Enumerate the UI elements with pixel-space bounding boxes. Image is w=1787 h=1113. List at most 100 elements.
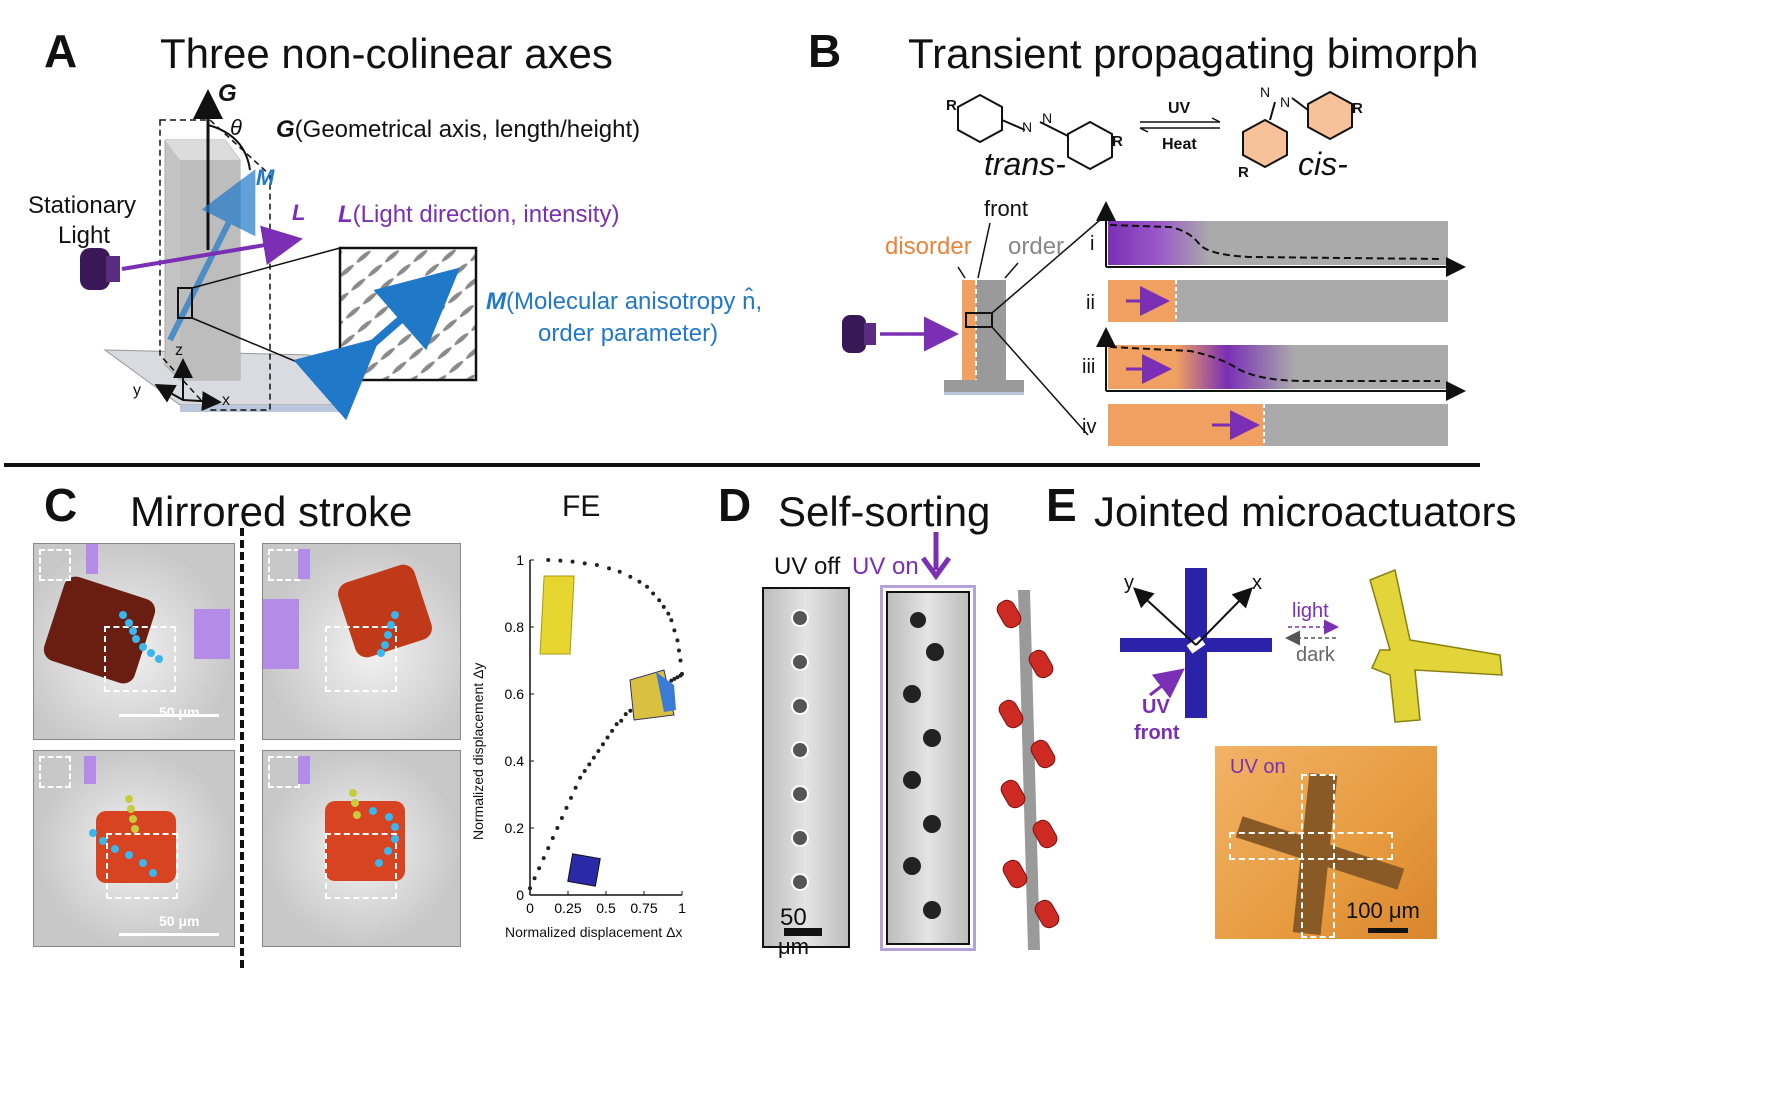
scale-label-top: 50 μm	[159, 704, 200, 720]
data-point	[532, 876, 537, 881]
cis-n1: N	[1260, 84, 1271, 100]
data-point	[573, 785, 578, 790]
fe-inset-bottom	[567, 853, 601, 887]
panel-c-title: Mirrored stroke	[130, 488, 413, 535]
trans-label: trans-	[984, 146, 1066, 182]
data-point	[558, 558, 563, 563]
micrograph-bottom-left: 50 μm	[33, 750, 235, 947]
data-point	[672, 628, 677, 633]
trajectory-overlays	[89, 611, 399, 877]
data-point	[628, 708, 633, 713]
section-divider	[4, 463, 1480, 467]
dark-label: dark	[1296, 644, 1335, 666]
data-point	[669, 678, 674, 683]
panel-c-letter: C	[44, 479, 78, 531]
axis-z-label: z	[175, 342, 183, 359]
data-point	[587, 762, 592, 767]
data-point	[555, 826, 560, 830]
e-axis-x: x	[1252, 572, 1262, 594]
data-point	[569, 795, 574, 800]
data-point	[546, 558, 551, 562]
stationary-light-label-1: Stationary	[28, 192, 137, 219]
disorder-label: disorder	[885, 233, 972, 260]
deformed-cross	[1369, 568, 1503, 723]
disorder-layer	[962, 280, 976, 385]
data-point	[610, 728, 615, 733]
cis-r2: R	[1238, 164, 1249, 181]
l-description: L(Light direction, intensity)	[338, 201, 620, 228]
panel-a-diagram	[80, 89, 478, 421]
data-point	[528, 886, 532, 891]
data-point	[596, 748, 601, 753]
order-label: order	[1008, 233, 1065, 260]
m-description-line2: order parameter)	[538, 320, 719, 347]
y-tick-label: 0.4	[505, 753, 525, 769]
data-point	[675, 638, 680, 643]
trans-r1: R	[946, 97, 957, 114]
trans-n2: N	[1042, 110, 1053, 126]
data-point	[680, 671, 684, 676]
uv-front-label-2: front	[1134, 722, 1180, 744]
front-label: front	[984, 196, 1029, 221]
m-description-line1: M(Molecular anisotropy n̂,	[486, 288, 763, 315]
x-tick-label: 0	[526, 900, 534, 916]
uv-arrow-icon	[920, 532, 952, 580]
panel-a-letter: A	[44, 25, 78, 77]
e-uv-on-label: UV on	[1230, 756, 1286, 778]
data-point	[564, 805, 569, 810]
micrograph-uv-on-frame	[880, 585, 976, 951]
data-point	[546, 846, 551, 851]
panel-b-letter: B	[808, 25, 842, 77]
x-tick-label: 0.25	[554, 900, 581, 916]
x-tick-label: 1	[678, 900, 686, 916]
micrograph-jointed-actuator	[1215, 746, 1437, 939]
data-point	[607, 566, 612, 571]
stationary-light-label-2: Light	[58, 222, 111, 249]
l-axis-arrow	[121, 225, 303, 271]
uv-front-label-1: UV	[1142, 696, 1170, 718]
bar-row-iii	[1108, 345, 1448, 389]
y-tick-label: 0.6	[505, 686, 525, 702]
data-point	[676, 648, 681, 653]
g-symbol: G	[218, 80, 237, 107]
data-point	[537, 866, 542, 871]
fe-x-label: Normalized displacement Δx	[505, 924, 683, 940]
data-point	[617, 569, 622, 574]
x-tick-label: 0.5	[596, 900, 616, 916]
data-point	[628, 574, 633, 579]
y-tick-label: 0.2	[505, 820, 525, 836]
data-point	[550, 836, 555, 841]
light-source-icon-b	[842, 315, 866, 353]
y-tick-label: 1	[516, 552, 524, 568]
e-scale-bar	[1368, 928, 1408, 933]
azobenzene-scheme	[957, 90, 1353, 171]
data-point	[582, 561, 587, 566]
theta-symbol: θ	[230, 115, 242, 140]
panel-b-title: Transient propagating bimorph	[908, 30, 1479, 77]
row-ii-label: ii	[1086, 292, 1095, 314]
micrograph-top-right	[262, 543, 461, 740]
panel-e-title: Jointed microactuators	[1094, 488, 1517, 535]
order-layer	[976, 280, 1006, 385]
m-symbol: M	[256, 165, 275, 190]
data-point	[614, 722, 619, 727]
e-axis-y: y	[1124, 572, 1134, 594]
trans-n1: N	[1022, 119, 1033, 135]
panel-d-title: Self-sorting	[778, 488, 991, 535]
d-scale-label-1: 50	[780, 904, 807, 931]
y-tick-label: 0	[516, 887, 524, 903]
data-point	[591, 755, 596, 760]
trans-r2: R	[1112, 133, 1123, 150]
m-axis-arrow	[167, 169, 256, 342]
bimorph-diagram	[842, 201, 1466, 446]
panel-d-letter: D	[718, 479, 752, 531]
data-point	[675, 675, 680, 680]
y-tick-label: 0.8	[505, 619, 525, 635]
data-point	[582, 769, 587, 774]
fe-chart-title: FE	[562, 490, 601, 523]
d-scale-label-2: μm	[778, 934, 810, 959]
pillar-arrays	[791, 590, 1060, 950]
l-symbol: L	[292, 200, 306, 225]
